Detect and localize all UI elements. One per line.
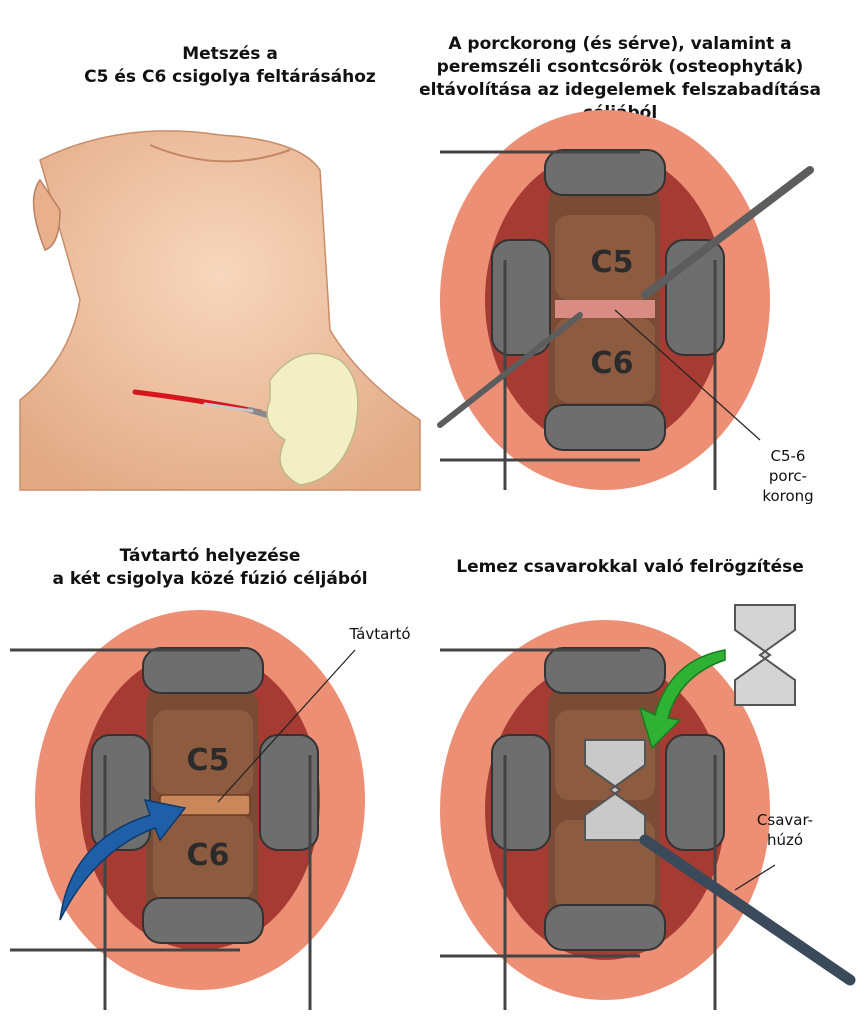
- callout-screwdriver: Csavar- húzó: [740, 810, 830, 850]
- retractor-bottom: [544, 404, 666, 451]
- vertebra-c5: [555, 215, 655, 300]
- panel-1-title: Metszés a C5 és C6 csigolya feltárásához: [30, 43, 430, 89]
- callout-screwdriver-line-1: Csavar-: [756, 811, 814, 829]
- surgical-field-spacer: C5 C6: [10, 610, 365, 1010]
- retractor-top: [544, 647, 666, 694]
- vertebra-c6: [555, 318, 655, 403]
- panel-3-title: Távtartó helyezése a két csigolya közé f…: [0, 545, 420, 591]
- panel-4-title: Lemez csavarokkal való felrögzítése: [430, 556, 830, 579]
- callout-disc-c5-6: C5-6 porc- korong: [748, 446, 828, 506]
- rongeur: [641, 166, 814, 299]
- panel-discectomy: A porckorong (és sérve), valamint a pere…: [419, 0, 867, 510]
- plate-detached: [734, 604, 796, 706]
- retractor-right: [665, 734, 725, 851]
- curette: [437, 312, 583, 428]
- placement-arrow: [638, 649, 726, 750]
- panel-spacer: Távtartó helyezése a két csigolya közé f…: [0, 510, 430, 1024]
- panel-3-title-line-1: Távtartó helyezése: [119, 546, 301, 566]
- retractor-bottom: [142, 897, 264, 944]
- retractor-bottom: [544, 904, 666, 951]
- retractor-top: [544, 149, 666, 196]
- disc-c5-6: [555, 300, 655, 318]
- screwdriver: [639, 834, 856, 986]
- panel-plate: Lemez csavarokkal való felrögzítése Csav…: [430, 510, 867, 1024]
- callout-disc-line-1: C5-6: [770, 447, 806, 465]
- panel-2-title-line-2: peremszéli csontcsőrök (osteophyták): [436, 57, 804, 77]
- vertebra-label-c6: C6: [187, 838, 230, 873]
- panel-incision: Metszés a C5 és C6 csigolya feltárásához: [0, 0, 430, 510]
- insertion-arrow: [59, 799, 187, 921]
- callout-disc-line-2: porc-: [768, 467, 808, 485]
- panel-1-title-line-1: Metszés a: [182, 44, 278, 64]
- vertebra-label-c5: C5: [187, 743, 230, 778]
- panel-4-title-line-1: Lemez csavarokkal való felrögzítése: [456, 557, 804, 577]
- callout-spacer: Távtartó: [349, 625, 411, 643]
- vertebra-label-c5: C5: [591, 245, 634, 280]
- vertebra-c5: [153, 710, 253, 795]
- vertebra-c6: [153, 815, 253, 900]
- panel-3-title-line-2: a két csigolya közé fúzió céljából: [52, 569, 368, 589]
- surgical-field-discectomy: C5 C6: [437, 110, 814, 490]
- retractor-left: [491, 734, 551, 851]
- panel-1-title-line-2: C5 és C6 csigolya feltárásához: [84, 67, 376, 87]
- retractor-top: [142, 647, 264, 694]
- surgical-field-plate: [440, 604, 856, 1010]
- callout-screwdriver-line-2: húzó: [766, 831, 804, 849]
- retractor-right: [259, 734, 319, 851]
- gloved-hand: [266, 352, 359, 486]
- retractor-left: [491, 239, 551, 356]
- panel-2-title-line-1: A porckorong (és sérve), valamint a: [448, 34, 792, 54]
- vertebra-label-c6: C6: [591, 346, 634, 381]
- neck-illustration: [19, 130, 421, 491]
- callout-disc-line-3: korong: [762, 487, 814, 505]
